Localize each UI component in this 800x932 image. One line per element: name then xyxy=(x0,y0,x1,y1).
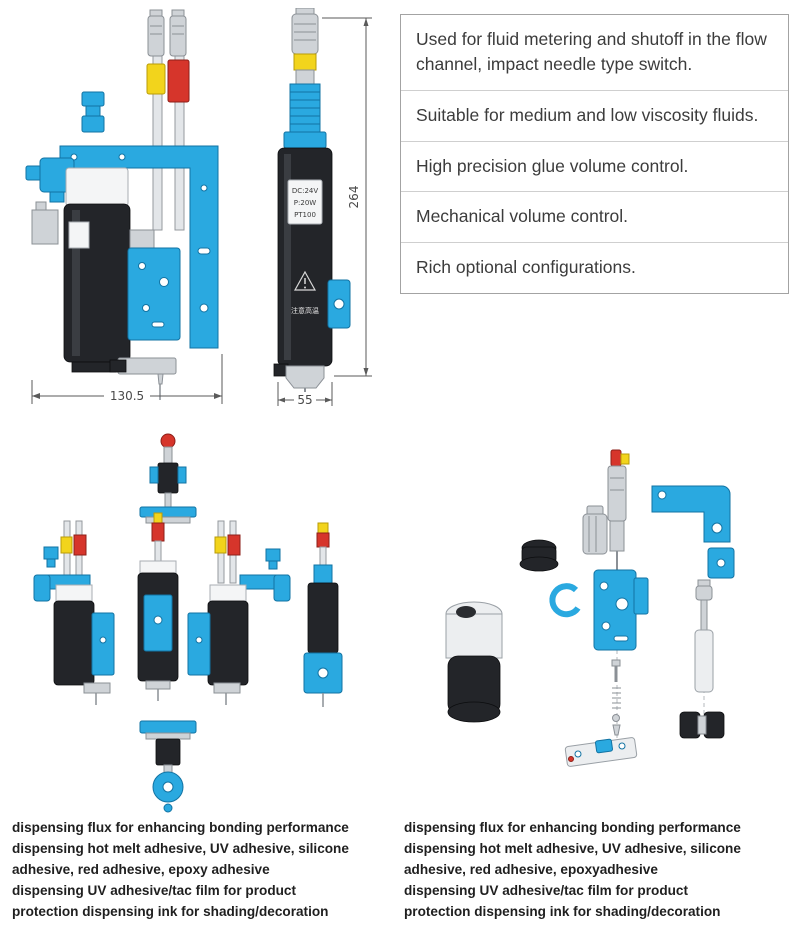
red-connector xyxy=(167,59,190,103)
nozzle-assembly xyxy=(71,357,177,400)
c-ring-part xyxy=(549,583,581,618)
slide-block-part xyxy=(593,569,649,651)
spec-label-line2: P:20W xyxy=(294,199,316,207)
nozzle-assembly xyxy=(273,363,325,404)
warning-text: 注意高温 xyxy=(291,306,319,315)
caption-line: dispensing hot melt adhesive, UV adhesiv… xyxy=(404,841,741,856)
product-captions-left: dispensing flux for enhancing bonding pe… xyxy=(12,817,394,922)
tube-fitting-top xyxy=(291,8,319,55)
caption-line: adhesive, red adhesive, epoxyadhesive xyxy=(404,862,658,877)
caption-line: dispensing flux for enhancing bonding pe… xyxy=(404,820,741,835)
multi-angle-views xyxy=(33,433,343,813)
caption-line: protection dispensing ink for shading/de… xyxy=(404,904,721,919)
feature-item-5: Rich optional configurations. xyxy=(401,242,788,293)
t-fitting-part xyxy=(679,711,725,739)
product-captions-right: dispensing flux for enhancing bonding pe… xyxy=(404,817,792,922)
caption-line: dispensing UV adhesive/tac film for prod… xyxy=(404,883,689,898)
canister-part xyxy=(582,505,608,555)
caption-line: protection dispensing ink for shading/de… xyxy=(12,904,329,919)
caption-line: dispensing UV adhesive/tac film for prod… xyxy=(12,883,297,898)
knob-part xyxy=(519,539,559,572)
caption-line: dispensing flux for enhancing bonding pe… xyxy=(12,820,349,835)
dimension-label-front-width: 130.5 xyxy=(110,389,144,403)
warning-mark: 注意高温 xyxy=(291,270,319,315)
exploded-view xyxy=(445,449,735,767)
front-view-drawing: 130.5 xyxy=(25,9,223,404)
l-bracket-part xyxy=(651,485,735,579)
yellow-connector xyxy=(146,63,166,95)
bottom-bracket-part xyxy=(564,737,638,767)
syringe-part xyxy=(694,579,714,693)
valve-view-b xyxy=(137,512,179,701)
fasteners-part xyxy=(611,659,621,736)
feature-item-2: Suitable for medium and low viscosity fl… xyxy=(401,89,788,141)
dimension-label-side-width: 55 xyxy=(297,393,312,407)
sensor-block xyxy=(129,229,155,249)
feature-item-3: High precision glue volume control. xyxy=(401,140,788,192)
spec-label: DC:24V P:20W PT100 xyxy=(287,179,323,225)
yellow-connector xyxy=(293,53,317,71)
feature-box: Used for fluid metering and shutoff in t… xyxy=(400,14,789,295)
top-view xyxy=(139,433,197,524)
feature-item-4: Mechanical volume control. xyxy=(401,191,788,242)
tube-fittings xyxy=(147,9,187,57)
side-view-drawing: DC:24V P:20W PT100 注意高温 55 xyxy=(273,8,372,407)
dimension-height: 264 xyxy=(322,17,372,377)
motor-body xyxy=(63,203,131,363)
bottom-view xyxy=(139,720,197,813)
actuator-part xyxy=(607,449,630,578)
side-sensor-box xyxy=(31,201,59,245)
dimension-label-height: 264 xyxy=(347,186,361,209)
valve-view-a xyxy=(33,520,115,705)
coupler xyxy=(295,69,315,85)
spec-label-line1: DC:24V xyxy=(292,187,319,195)
feature-item-1: Used for fluid metering and shutoff in t… xyxy=(416,29,767,74)
caption-line: dispensing hot melt adhesive, UV adhesiv… xyxy=(12,841,349,856)
adjust-knob xyxy=(81,91,105,133)
side-clamp xyxy=(327,279,351,329)
slide-plate xyxy=(127,247,181,341)
dimension-side-width: 55 xyxy=(277,382,333,407)
motor-cap xyxy=(65,167,129,207)
valve-view-d xyxy=(303,522,343,707)
dimension-front-width: 130.5 xyxy=(31,354,223,404)
threaded-barrel xyxy=(283,83,327,149)
spec-label-line3: PT100 xyxy=(294,211,316,219)
main-body-part xyxy=(445,601,503,723)
valve-view-c xyxy=(187,520,291,705)
caption-line: adhesive, red adhesive, epoxy adhesive xyxy=(12,862,270,877)
